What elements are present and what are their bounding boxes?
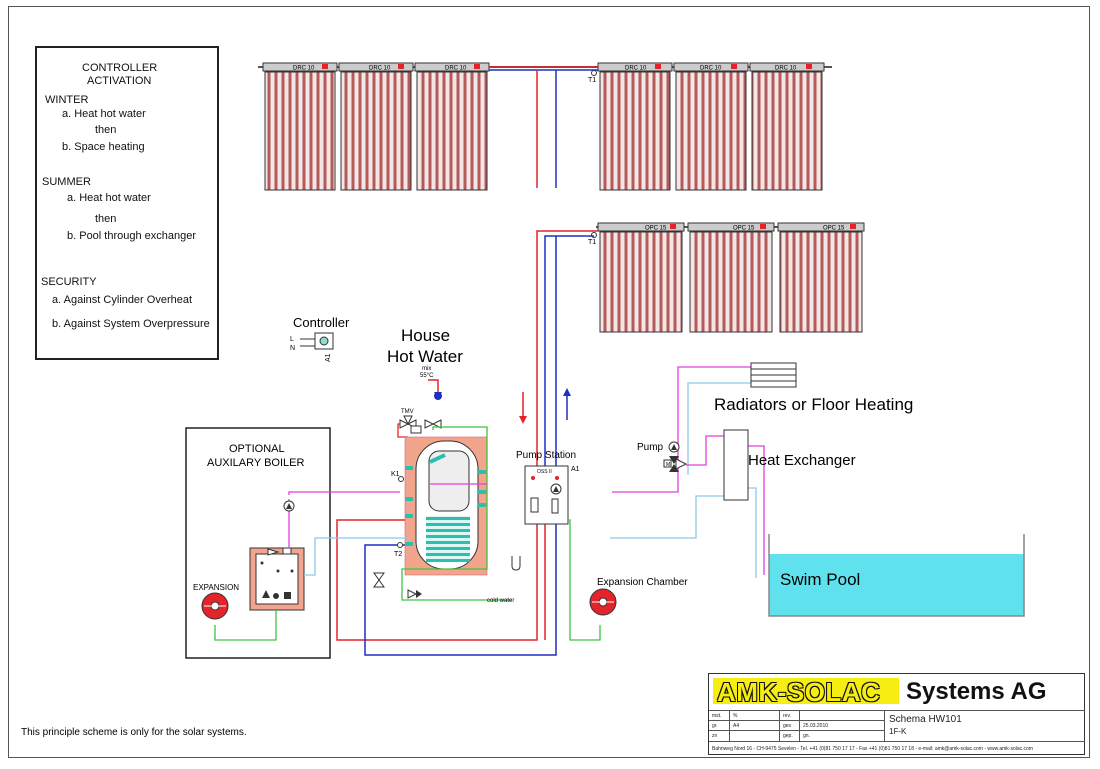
tb-rev: rev. — [783, 713, 791, 719]
tb-date: 25.03.2010 — [803, 723, 829, 729]
brand-amk-solac: AMK-SOLAC — [717, 677, 881, 707]
controller-label: Controller — [293, 315, 350, 330]
legend-summer: SUMMER — [42, 176, 91, 188]
schema-title: Schema HW101 — [889, 714, 962, 725]
optional-boiler-box — [185, 427, 331, 659]
cold-water-label: cold water — [487, 598, 514, 604]
legend-winter-b: b. Space heating — [62, 141, 145, 153]
company-address: Bahnweg Nord 16 - CH-9475 Sevelen - Tel.… — [712, 746, 1033, 752]
sensor-t1-lower: T1 — [588, 239, 596, 246]
collector-drc-3: DRC 10 — [414, 62, 490, 191]
controller-l: L — [290, 336, 294, 343]
collector-drc-6-label: DRC 10 — [775, 66, 797, 72]
tb-gep: gep. — [783, 733, 793, 739]
tb-gn: gn. — [803, 733, 810, 739]
legend-security-b: b. Against System Overpressure — [52, 318, 210, 330]
temp-label: 55°C — [420, 373, 434, 379]
schema-code: 1F-K — [889, 727, 907, 736]
collector-drc-5-label: DRC 10 — [700, 66, 722, 72]
pump-station-code: OSS II — [537, 469, 552, 475]
sensor-t2: T2 — [394, 551, 402, 558]
collector-opc-2: OPC 15 — [687, 222, 775, 333]
legend-title-1: CONTROLLER — [82, 62, 158, 74]
pump-station: OSS II — [524, 465, 569, 525]
collector-drc-1: DRC 10 — [262, 62, 338, 191]
collector-drc-2: DRC 10 — [338, 62, 414, 191]
optional-label-1: OPTIONAL — [229, 443, 285, 455]
legend-summer-b: b. Pool through exchanger — [67, 230, 197, 242]
heating-piping — [430, 366, 765, 578]
collector-opc-3: OPC 15 — [777, 222, 865, 333]
sensor-k1: K1 — [391, 471, 400, 478]
tb-pct: % — [733, 713, 738, 719]
collector-drc-1-label: DRC 10 — [293, 66, 315, 72]
controller-n: N — [290, 345, 295, 352]
circulation-pump-icon — [663, 441, 688, 472]
controller-a1: A1 — [325, 353, 332, 362]
expansion-vessel-boiler — [201, 592, 229, 620]
tmv-label: TMV — [401, 409, 414, 415]
optional-label-2: AUXILARY BOILER — [207, 457, 304, 469]
pump-station-a1: A1 — [571, 466, 580, 473]
expansion-label: EXPANSION — [193, 583, 239, 592]
legend-summer-then: then — [95, 213, 117, 225]
radiators-label: Radiators or Floor Heating — [714, 395, 913, 414]
expansion-chamber-label: Expansion Chamber — [597, 577, 688, 588]
legend-winter-a: a. Heat hot water — [62, 108, 146, 120]
pump-m-label: M — [666, 462, 670, 468]
pump-station-label: Pump Station — [516, 450, 576, 461]
sensor-t1-upper: T1 — [588, 77, 596, 84]
tap-icon — [434, 392, 442, 400]
collector-drc-4-label: DRC 10 — [625, 66, 647, 72]
hot-water-cylinder — [397, 436, 488, 576]
brand-systems-ag: Systems AG — [906, 678, 1047, 705]
heat-exchanger — [723, 429, 749, 501]
tmv-valve-icon — [399, 415, 442, 434]
legend-security-a: a. Against Cylinder Overheat — [52, 294, 193, 306]
radiator-icon — [750, 362, 797, 388]
legend-security: SECURITY — [41, 276, 97, 288]
house-hot-water-line2: Hot Water — [387, 347, 463, 366]
collector-drc-3-label: DRC 10 — [445, 66, 467, 72]
title-block: AMK-SOLAC Systems AG mst. % rev. gr. A4 … — [708, 673, 1085, 755]
collector-opc-2-label: OPC 15 — [733, 226, 755, 232]
tb-mst: mst. — [712, 713, 722, 719]
company-logo: AMK-SOLAC Systems AG — [711, 676, 1082, 707]
tb-zn: zn — [712, 733, 718, 739]
swim-pool — [768, 534, 1025, 617]
collector-opc-3-label: OPC 15 — [823, 226, 845, 232]
safety-valve-icon — [373, 572, 385, 588]
boiler-pump-icon — [283, 500, 295, 512]
flow-arrow-down — [519, 392, 527, 424]
collector-drc-2-label: DRC 10 — [369, 66, 391, 72]
tb-ges: ges — [783, 723, 792, 729]
expansion-chamber — [589, 588, 617, 616]
collector-opc-1-label: OPC 15 — [645, 226, 667, 232]
house-hot-water-line1: House — [401, 326, 450, 345]
tb-gr: gr. — [712, 723, 718, 729]
collector-opc-1: OPC 15 — [597, 222, 685, 333]
check-valve-icon — [407, 589, 422, 599]
tb-a4: A4 — [733, 723, 740, 729]
drawing-frame — [8, 6, 1090, 758]
auxiliary-boiler — [249, 547, 305, 611]
collector-drc-4: DRC 10 — [597, 62, 673, 191]
legend-winter-then: then — [95, 124, 117, 136]
controller-unit: L N A1 — [290, 332, 334, 362]
legend-title-2: ACTIVATION — [87, 75, 152, 87]
legend-summer-a: a. Heat hot water — [67, 192, 151, 204]
collector-drc-6: DRC 10 — [749, 62, 825, 191]
collector-array-lower: OPC 15 OPC 15 OPC 15 T1 — [588, 222, 865, 333]
heat-exchanger-label: Heat Exchanger — [748, 452, 856, 469]
controller-activation-legend: CONTROLLER ACTIVATION WINTER a. Heat hot… — [35, 46, 219, 360]
collector-array-upper: DRC 10 DRC 10 DRC 10 DRC 10 DRC 10 — [258, 62, 832, 191]
pump-label: Pump — [637, 442, 664, 453]
collector-drc-5: DRC 10 — [673, 62, 749, 191]
flow-arrow-up — [563, 388, 571, 420]
legend-winter: WINTER — [45, 94, 89, 106]
mix-label: mix — [422, 366, 431, 372]
swim-pool-label: Swim Pool — [780, 570, 860, 589]
footer-note: This principle scheme is only for the so… — [21, 727, 247, 738]
